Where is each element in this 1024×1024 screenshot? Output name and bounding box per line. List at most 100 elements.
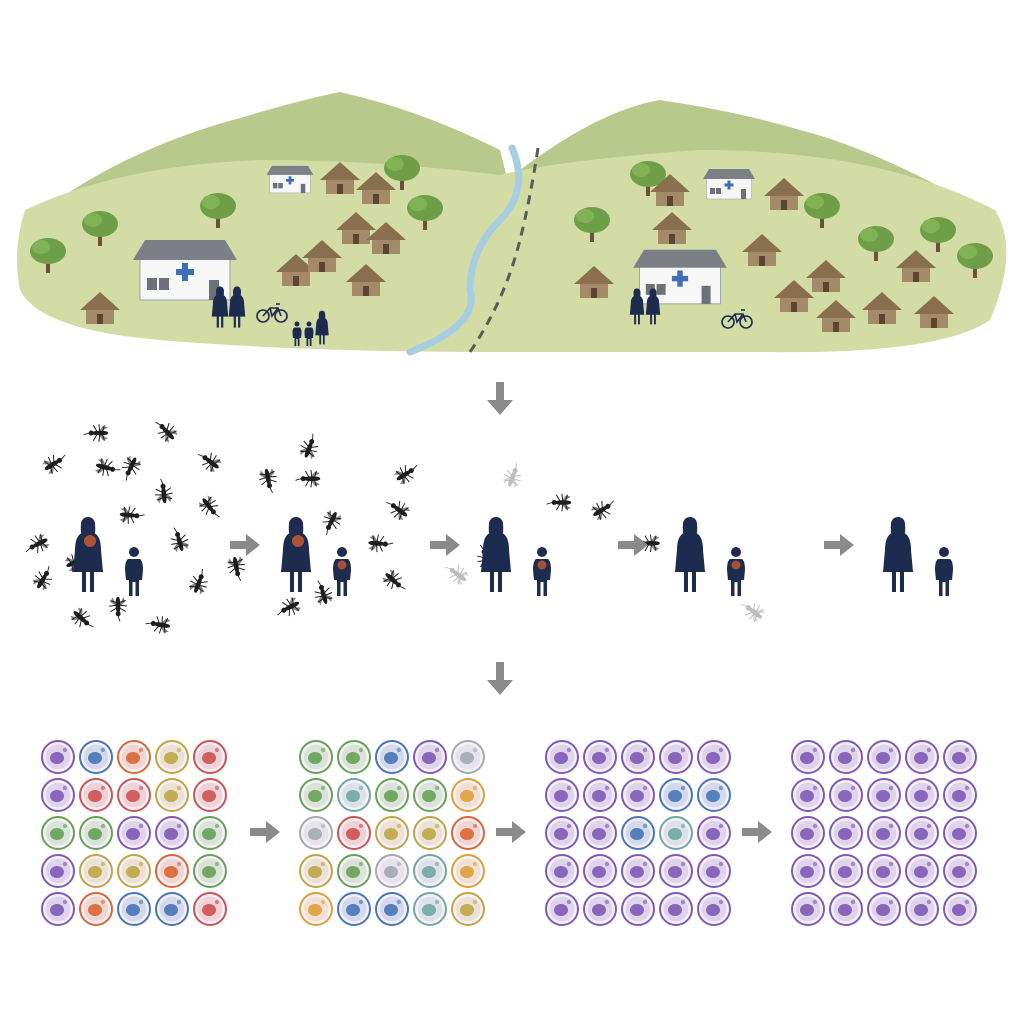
parasite-cell-icon [451, 740, 485, 774]
parasite-cell-icon [413, 854, 447, 888]
parasite-cell-icon [337, 892, 371, 926]
transmission-stage [20, 414, 249, 636]
arrow-down-icon [487, 662, 513, 695]
mosquito-icon [119, 505, 146, 526]
parasite-cell-icon [791, 854, 825, 888]
health-clinic-icon [632, 249, 728, 305]
parasite-cell-icon [943, 816, 977, 850]
parasite-cell-icon [413, 892, 447, 926]
parasite-cell-icon [117, 892, 151, 926]
parasite-cell-icon [193, 892, 227, 926]
parasite-cell-icon [943, 892, 977, 926]
parasite-cell-icon [155, 854, 189, 888]
mosquito-icon [316, 508, 345, 539]
parasite-cell-icon [451, 816, 485, 850]
parasite-cell-icon [117, 778, 151, 812]
mosquito-icon [500, 459, 527, 490]
parasite-cell-icon [299, 854, 333, 888]
mosquito-icon [40, 448, 72, 478]
parasite-cell-icon [413, 740, 447, 774]
parasite-cell-icon [583, 816, 617, 850]
parasite-cell-icon [545, 740, 579, 774]
mosquito-icon [545, 493, 572, 512]
person-icon [125, 547, 143, 596]
infection-marker [292, 535, 304, 547]
arrow-down-icon [487, 382, 513, 415]
parasite-cell-icon [943, 740, 977, 774]
parasite-diversity-panels [41, 740, 977, 926]
parasite-cell-icon [791, 892, 825, 926]
land [16, 150, 1007, 353]
parasite-cell-icon [41, 892, 75, 926]
arrow-right-icon [230, 534, 260, 556]
parasite-cell-icon [697, 854, 731, 888]
parasite-cell-icon [337, 816, 371, 850]
person-icon [73, 517, 103, 592]
parasite-cell-icon [867, 740, 901, 774]
arrow-right-icon [742, 821, 772, 843]
parasite-cell-icon [41, 816, 75, 850]
parasite-cell-icon [867, 778, 901, 812]
parasite-cell-icon [867, 892, 901, 926]
mosquito-icon [82, 423, 109, 443]
parasite-cell-icon [299, 778, 333, 812]
parasite-cell-icon [867, 854, 901, 888]
parasite-cell-icon [117, 740, 151, 774]
parasite-cell-icon [659, 854, 693, 888]
parasite-panel [299, 740, 485, 926]
mosquito-icon [143, 612, 172, 636]
infection-marker [337, 560, 347, 570]
mosquito-icon [195, 492, 226, 524]
parasite-cell-icon [79, 778, 113, 812]
parasite-cell-icon [697, 740, 731, 774]
parasite-cell-icon [451, 892, 485, 926]
parasite-cell-icon [193, 740, 227, 774]
parasite-cell-icon [583, 854, 617, 888]
parasite-cell-icon [41, 778, 75, 812]
parasite-cell-icon [451, 854, 485, 888]
parasite-cell-icon [375, 778, 409, 812]
parasite-cell-icon [155, 816, 189, 850]
parasite-cell-icon [583, 892, 617, 926]
parasite-cell-icon [905, 892, 939, 926]
parasite-cell-icon [117, 854, 151, 888]
person-icon [883, 517, 913, 592]
parasite-cell-icon [337, 854, 371, 888]
parasite-cell-icon [375, 740, 409, 774]
parasite-cell-icon [413, 778, 447, 812]
mosquito-icon [225, 555, 249, 584]
mosquito-icon [166, 524, 192, 554]
mosquito-icon [272, 594, 304, 623]
mosquito-icon [379, 566, 411, 598]
parasite-cell-icon [621, 892, 655, 926]
mosquito-icon [29, 561, 59, 593]
mosquito-icon [116, 453, 144, 485]
parasite-panel [545, 740, 731, 926]
parasite-cell-icon [697, 816, 731, 850]
mosquito-icon [310, 577, 336, 607]
parasite-cell-icon [545, 778, 579, 812]
parasite-cell-icon [791, 816, 825, 850]
parasite-cell-icon [697, 778, 731, 812]
parasite-cell-icon [299, 816, 333, 850]
parasite-cell-icon [117, 816, 151, 850]
mosquito-icon [294, 469, 321, 489]
person-icon [727, 547, 745, 596]
parasite-cell-icon [545, 854, 579, 888]
mosquito-icon [192, 445, 224, 476]
mosquito-icon [392, 458, 424, 488]
parasite-cell-icon [659, 778, 693, 812]
parasite-cell-icon [829, 778, 863, 812]
parasite-cell-icon [299, 892, 333, 926]
infection-marker [537, 560, 547, 570]
road [468, 147, 540, 353]
parasite-cell-icon [79, 816, 113, 850]
person-icon [481, 517, 511, 592]
parasite-cell-icon [829, 816, 863, 850]
parasite-cell-icon [943, 778, 977, 812]
mosquito-icon [108, 596, 128, 623]
parasite-cell-icon [155, 778, 189, 812]
parasite-cell-icon [829, 892, 863, 926]
arrow-right-icon [250, 821, 280, 843]
